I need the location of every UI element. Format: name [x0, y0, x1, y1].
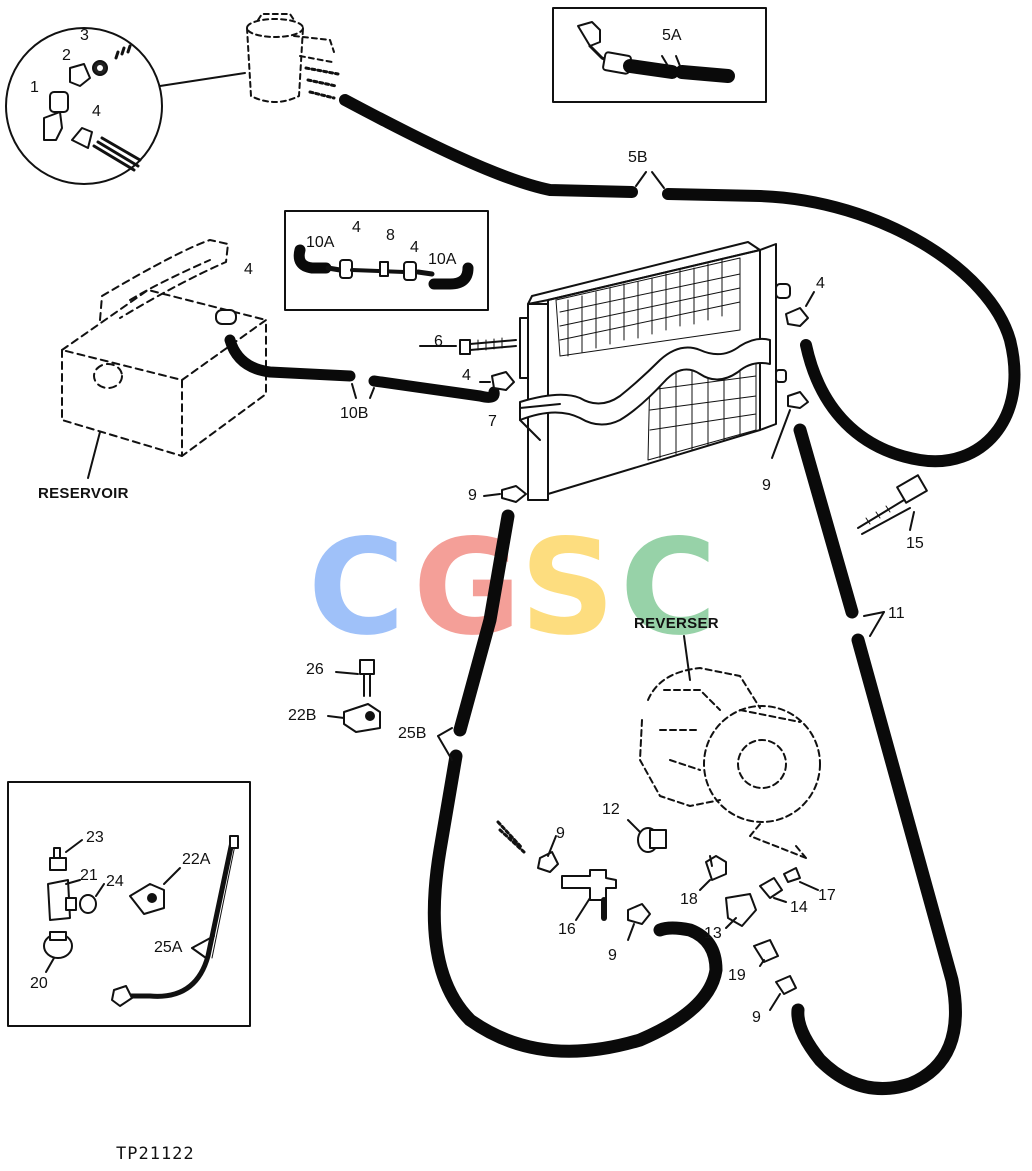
fitting-14 — [759, 877, 787, 903]
inset-5a — [552, 7, 767, 103]
callout-4: 4 — [352, 219, 361, 236]
callout-9: 9 — [752, 1009, 761, 1026]
bolt-6 — [459, 337, 517, 355]
detail-circle-fittings — [5, 27, 246, 185]
inset-hydraulic — [7, 781, 251, 1027]
callout-1: 1 — [30, 79, 39, 96]
clamp-4-condenser-right — [785, 307, 809, 327]
hose-25b — [427, 509, 723, 1058]
callout-11: 11 — [888, 605, 905, 622]
watermark-letter: S — [520, 511, 616, 665]
callout-9: 9 — [608, 947, 617, 964]
reservoir-label: RESERVOIR — [38, 485, 129, 502]
callout-4: 4 — [816, 275, 825, 292]
bolt-26 — [335, 659, 375, 697]
callout-4: 4 — [410, 239, 419, 256]
fitting-19 — [753, 939, 779, 967]
hose-11 — [791, 423, 962, 1096]
callout-26: 26 — [306, 661, 324, 678]
callout-22a: 22A — [182, 851, 211, 868]
callout-17: 17 — [818, 887, 836, 904]
callout-18: 18 — [680, 891, 698, 908]
fitting-18 — [699, 855, 727, 891]
callout-24: 24 — [106, 873, 124, 890]
callout-21: 21 — [80, 867, 98, 884]
callout-5a: 5A — [662, 27, 682, 44]
callout-25b: 25B — [398, 725, 427, 742]
callout-10b: 10B — [340, 405, 369, 422]
fitting-13 — [725, 893, 757, 929]
callout-14: 14 — [790, 899, 808, 916]
callout-4: 4 — [92, 103, 101, 120]
callout-10a: 10A — [428, 251, 457, 268]
callout-4: 4 — [462, 367, 471, 384]
fitting-12 — [627, 819, 667, 853]
tee-16 — [561, 869, 617, 921]
bracket-22b — [327, 703, 381, 733]
callout-12: 12 — [602, 801, 620, 818]
callout-10a: 10A — [306, 234, 335, 251]
callout-9: 9 — [468, 487, 477, 504]
callout-15: 15 — [906, 535, 924, 552]
inset-10a — [284, 210, 489, 311]
callout-9: 9 — [556, 825, 565, 842]
callout-20: 20 — [30, 975, 48, 992]
callout-4: 4 — [244, 261, 253, 278]
fitting-17 — [783, 867, 819, 891]
callout-23: 23 — [86, 829, 104, 846]
hose-5b — [339, 94, 1021, 468]
tie-strap-15 — [857, 474, 928, 535]
callout-22b: 22B — [288, 707, 317, 724]
callout-19: 19 — [728, 967, 746, 984]
hose-10b — [224, 334, 500, 403]
figure-id: TP21122 — [116, 1144, 195, 1164]
callout-9: 9 — [762, 477, 771, 494]
watermark-letter: C — [620, 511, 717, 665]
callout-3: 3 — [80, 27, 89, 44]
callout-16: 16 — [558, 921, 576, 938]
callout-25a: 25A — [154, 939, 183, 956]
reverser — [639, 667, 821, 823]
callout-8: 8 — [386, 227, 395, 244]
callout-13: 13 — [704, 925, 722, 942]
condenser — [519, 241, 791, 501]
receiver-dryer — [246, 13, 340, 103]
callout-5b: 5B — [628, 149, 648, 166]
callout-7: 7 — [488, 413, 497, 430]
watermark-letter: C — [308, 511, 405, 665]
reverser-label: REVERSER — [634, 615, 719, 632]
callout-2: 2 — [62, 47, 71, 64]
callout-6: 6 — [434, 333, 443, 350]
